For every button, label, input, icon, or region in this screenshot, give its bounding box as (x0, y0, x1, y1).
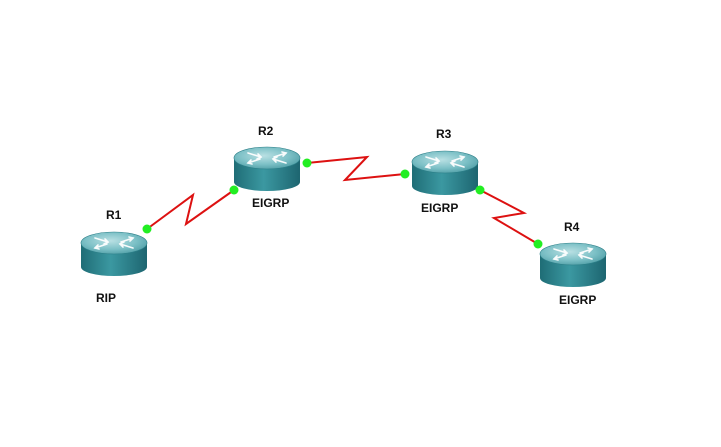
router-icon (411, 150, 479, 196)
router-label-r2: R2 (258, 124, 274, 138)
serial-link-r2-r3[interactable] (306, 155, 406, 182)
router-r3[interactable] (411, 150, 479, 196)
router-r1[interactable] (80, 231, 148, 277)
serial-link-r3-r4[interactable] (479, 189, 539, 245)
protocol-label-r1: RIP (96, 291, 116, 305)
router-label-r1: R1 (106, 208, 122, 222)
port-status-indicator (400, 169, 410, 179)
port-status-indicator (475, 185, 485, 195)
router-r2[interactable] (233, 146, 301, 192)
router-icon (233, 146, 301, 192)
protocol-label-r4: EIGRP (559, 293, 596, 307)
router-r4[interactable] (539, 242, 607, 288)
router-label-r3: R3 (436, 127, 452, 141)
port-status-indicator (302, 158, 312, 168)
serial-link-r1-r2[interactable] (146, 189, 235, 230)
router-icon (539, 242, 607, 288)
protocol-label-r2: EIGRP (252, 196, 289, 210)
port-status-indicator (229, 185, 239, 195)
router-icon (80, 231, 148, 277)
protocol-label-r3: EIGRP (421, 201, 458, 215)
router-label-r4: R4 (564, 220, 580, 234)
port-status-indicator (142, 224, 152, 234)
port-status-indicator (533, 239, 543, 249)
